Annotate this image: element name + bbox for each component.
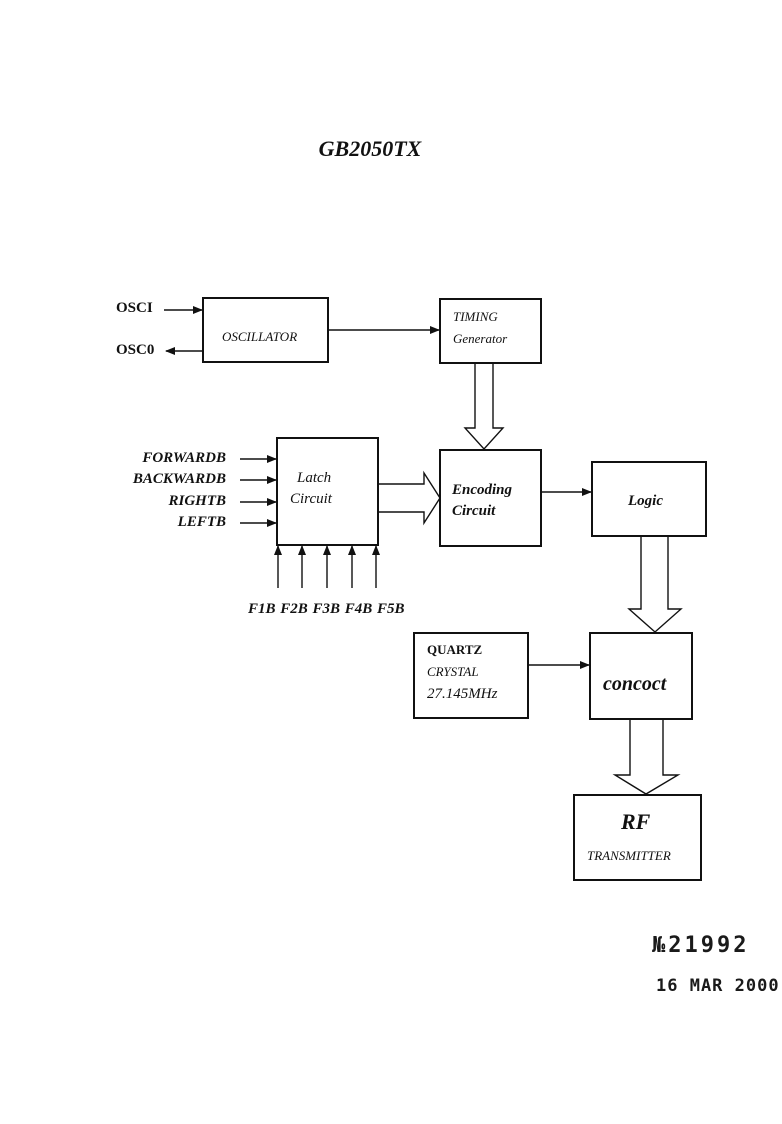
frequency-label: 27.145MHz bbox=[427, 686, 498, 702]
timing-encoding-block-arrow bbox=[463, 364, 505, 451]
encoding-circuit-label: Circuit bbox=[452, 503, 496, 519]
timing-label: TIMING bbox=[453, 309, 498, 324]
logic-block: Logic bbox=[591, 461, 707, 537]
timing-generator-block: TIMING Generator bbox=[439, 298, 542, 364]
backwardb-label: BACKWARDB bbox=[132, 471, 226, 487]
forwardb-label: FORWARDB bbox=[142, 450, 226, 466]
osci-label: OSCI bbox=[116, 300, 153, 316]
diagram-title: GB2050TX bbox=[318, 136, 422, 161]
rf-transmitter-block: RF TRANSMITTER bbox=[573, 794, 702, 881]
concoct-rf-block-arrow bbox=[612, 719, 681, 795]
rightb-label: RIGHTB bbox=[168, 493, 226, 509]
logic-concoct-block-arrow bbox=[627, 537, 683, 633]
encoding-label: Encoding bbox=[452, 482, 513, 498]
oscillator-label: OSCILLATOR bbox=[222, 329, 298, 344]
crystal-label: CRYSTAL bbox=[427, 664, 479, 679]
quartz-label: QUARTZ bbox=[427, 642, 483, 657]
leftb-label: LEFTB bbox=[177, 514, 226, 530]
logic-label: Logic bbox=[628, 493, 663, 509]
concoct-label: concoct bbox=[603, 673, 667, 695]
latch-circuit-label: Circuit bbox=[290, 491, 332, 507]
concoct-block: concoct bbox=[589, 632, 693, 720]
quartz-crystal-block: QUARTZ CRYSTAL 27.145MHz bbox=[413, 632, 529, 719]
latch-encoding-block-arrow bbox=[378, 470, 441, 526]
stamp-number: №21992 bbox=[652, 933, 750, 958]
stamp-date: 16 MAR 2000 bbox=[656, 976, 780, 996]
rf-label: RF bbox=[621, 809, 651, 834]
function-inputs-label: F1B F2B F3B F4B F5B bbox=[248, 601, 405, 617]
latch-label: Latch bbox=[297, 470, 332, 486]
osco-label: OSC0 bbox=[116, 342, 155, 358]
generator-label: Generator bbox=[453, 331, 508, 346]
oscillator-block: OSCILLATOR bbox=[202, 297, 329, 363]
transmitter-label: TRANSMITTER bbox=[587, 848, 671, 863]
latch-circuit-block: Latch Circuit bbox=[276, 437, 379, 546]
encoding-circuit-block: Encoding Circuit bbox=[439, 449, 542, 547]
